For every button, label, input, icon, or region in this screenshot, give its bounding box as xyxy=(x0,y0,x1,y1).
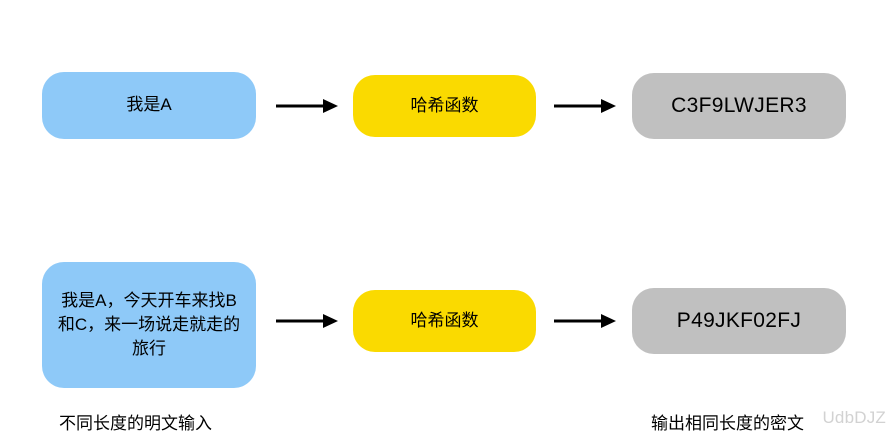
watermark-text: UdbDJZ xyxy=(822,408,886,427)
hash-function-label-1: 哈希函数 xyxy=(410,95,479,115)
hash-function-box-2: 哈希函数 xyxy=(353,290,536,352)
digest-text-1: C3F9LWJER3 xyxy=(671,94,807,118)
plaintext-text-2: 我是A，今天开车来找B和C，来一场说走就走的旅行 xyxy=(57,290,241,359)
hash-function-box-1: 哈希函数 xyxy=(353,75,536,137)
arrow-right-icon xyxy=(554,94,616,118)
input-caption: 不同长度的明文输入 xyxy=(59,414,212,433)
digest-text-2: P49JKF02FJ xyxy=(676,309,802,333)
hash-function-label-2: 哈希函数 xyxy=(410,310,479,330)
output-caption: 输出相同长度的密文 xyxy=(651,414,804,433)
plaintext-text-1: 我是A xyxy=(126,95,172,115)
arrow-right-icon xyxy=(276,94,338,118)
digest-box-2: P49JKF02FJ xyxy=(632,288,846,354)
plaintext-box-1: 我是A xyxy=(42,72,256,139)
arrow-right-icon xyxy=(554,309,616,333)
arrow-right-icon xyxy=(276,309,338,333)
digest-box-1: C3F9LWJER3 xyxy=(632,73,846,139)
plaintext-box-2: 我是A，今天开车来找B和C，来一场说走就走的旅行 xyxy=(42,262,256,388)
